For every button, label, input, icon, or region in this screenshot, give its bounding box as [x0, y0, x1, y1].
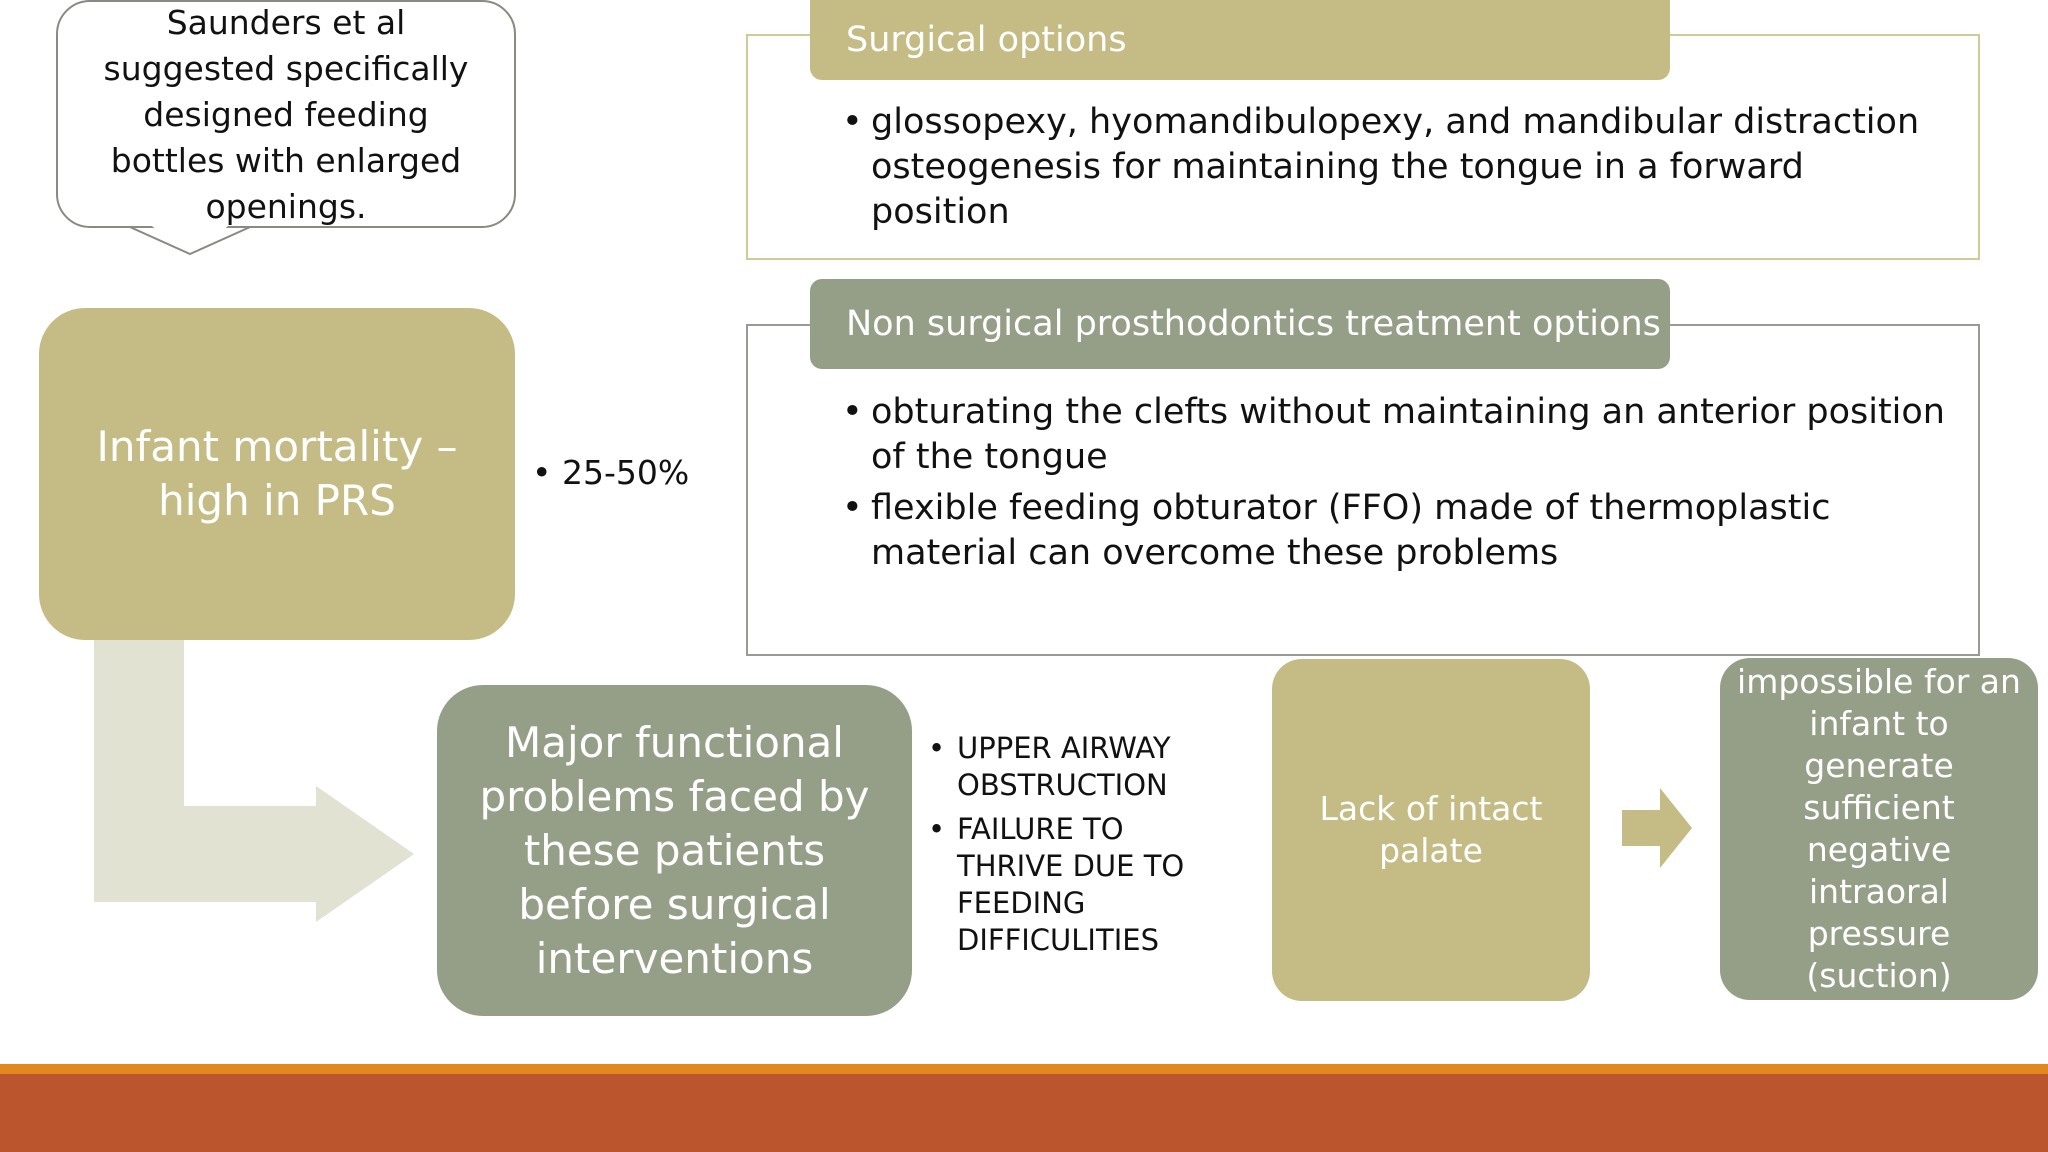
speech-bubble	[56, 0, 516, 228]
functional-problem-airway: UPPER AIRWAY OBSTRUCTION	[928, 730, 1238, 804]
right-arrow-icon	[1622, 788, 1692, 868]
lack-of-palate-box: Lack of intact palate	[1272, 659, 1590, 1001]
functional-problems-list: UPPER AIRWAY OBSTRUCTION FAILURE TO THRI…	[928, 730, 1238, 966]
surgical-option-item: glossopexy, hyomandibulopexy, and mandib…	[842, 100, 1952, 235]
footer-accent-line	[0, 1064, 2048, 1074]
functional-problem-thrive: FAILURE TO THRIVE DUE TO FEEDING DIFFICU…	[928, 811, 1238, 959]
nonsurgical-options-heading: Non surgical prosthodontics treatment op…	[810, 279, 1670, 369]
bent-arrow-shape	[94, 640, 414, 922]
footer-band	[0, 1074, 2048, 1152]
nonsurgical-option-obturating: obturating the clefts without maintainin…	[842, 390, 1952, 480]
nonsurgical-option-ffo: flexible feeding obturator (FFO) made of…	[842, 486, 1952, 576]
bent-arrow-icon	[94, 640, 414, 922]
surgical-options-heading: Surgical options	[810, 0, 1670, 80]
chain-arrow-shape	[1622, 788, 1692, 868]
infant-mortality-box: Infant mortality – high in PRS	[39, 308, 515, 640]
suction-impossible-box: impossible for an infant to generate suf…	[1720, 658, 2038, 1000]
speech-bubble-text: Saunders et al suggested specifically de…	[103, 3, 469, 226]
functional-problems-box: Major functional problems faced by these…	[437, 685, 912, 1016]
nonsurgical-options-list: obturating the clefts without maintainin…	[842, 390, 1952, 582]
mortality-rate-bullet: • 25-50%	[532, 453, 690, 492]
surgical-options-list: glossopexy, hyomandibulopexy, and mandib…	[842, 100, 1952, 241]
speech-bubble-tail	[130, 210, 250, 256]
